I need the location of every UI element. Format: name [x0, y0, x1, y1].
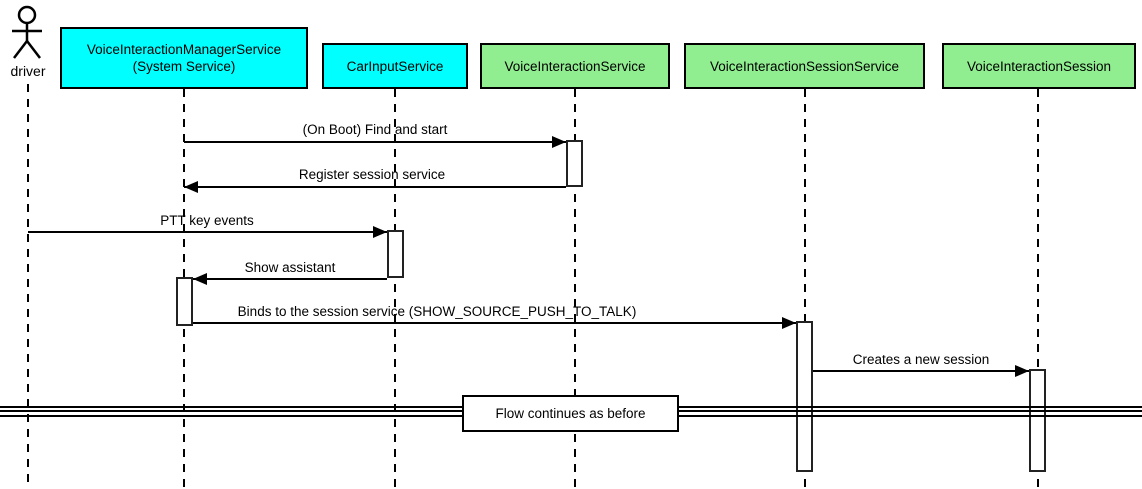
activation-car-input-service — [387, 230, 404, 278]
message-label: Binds to the session service (SHOW_SOURC… — [237, 304, 637, 319]
arrowhead-right-icon — [1015, 365, 1029, 377]
arrowhead-right-icon — [552, 136, 566, 148]
message-line — [184, 141, 566, 143]
participant-voice-interaction-service: VoiceInteractionService — [480, 43, 670, 89]
actor-driver-label: driver — [10, 63, 46, 79]
activation-voice-interaction-manager-service — [176, 277, 193, 326]
arrowhead-right-icon — [373, 226, 387, 238]
message-line — [193, 278, 387, 280]
activation-voice-interaction-session — [1029, 369, 1046, 472]
participant-car-input-service: CarInputService — [322, 43, 468, 89]
participant-label: VoiceInteractionManagerService — [86, 42, 282, 57]
participant-label: VoiceInteractionSessionService — [709, 58, 900, 74]
participant-label-subtitle: (System Service) — [132, 59, 236, 74]
activation-voice-interaction-session-service — [796, 321, 813, 472]
message-label: Show assistant — [244, 260, 336, 275]
lifeline-voice-interaction-session — [1037, 89, 1039, 489]
participant-label: VoiceInteractionService — [504, 58, 646, 74]
participant-label: VoiceInteractionSession — [966, 58, 1112, 74]
lifeline-voice-interaction-service — [574, 89, 576, 489]
message-label: Register session service — [298, 167, 446, 182]
participant-voice-interaction-manager-service: VoiceInteractionManagerService (System S… — [60, 27, 308, 89]
lifeline-driver — [27, 84, 29, 489]
participant-voice-interaction-session-service: VoiceInteractionSessionService — [684, 43, 925, 89]
message-line — [813, 370, 1029, 372]
lifeline-voice-interaction-session-service — [804, 89, 806, 489]
arrowhead-left-icon — [193, 273, 207, 285]
message-line — [193, 322, 796, 324]
lifeline-car-input-service — [394, 89, 396, 489]
participant-voice-interaction-session: VoiceInteractionSession — [942, 43, 1136, 89]
arrowhead-left-icon — [184, 181, 198, 193]
arrowhead-right-icon — [782, 317, 796, 329]
message-label: Creates a new session — [852, 352, 990, 367]
divider-label: Flow continues as before — [495, 406, 646, 421]
message-label: PTT key events — [160, 213, 254, 228]
actor-icon — [12, 5, 42, 59]
message-line — [184, 186, 566, 188]
message-label: (On Boot) Find and start — [302, 122, 448, 137]
activation-voice-interaction-service — [566, 140, 583, 187]
message-line — [28, 231, 387, 233]
participant-label: CarInputService — [346, 58, 444, 74]
divider-box: Flow continues as before — [462, 395, 679, 432]
